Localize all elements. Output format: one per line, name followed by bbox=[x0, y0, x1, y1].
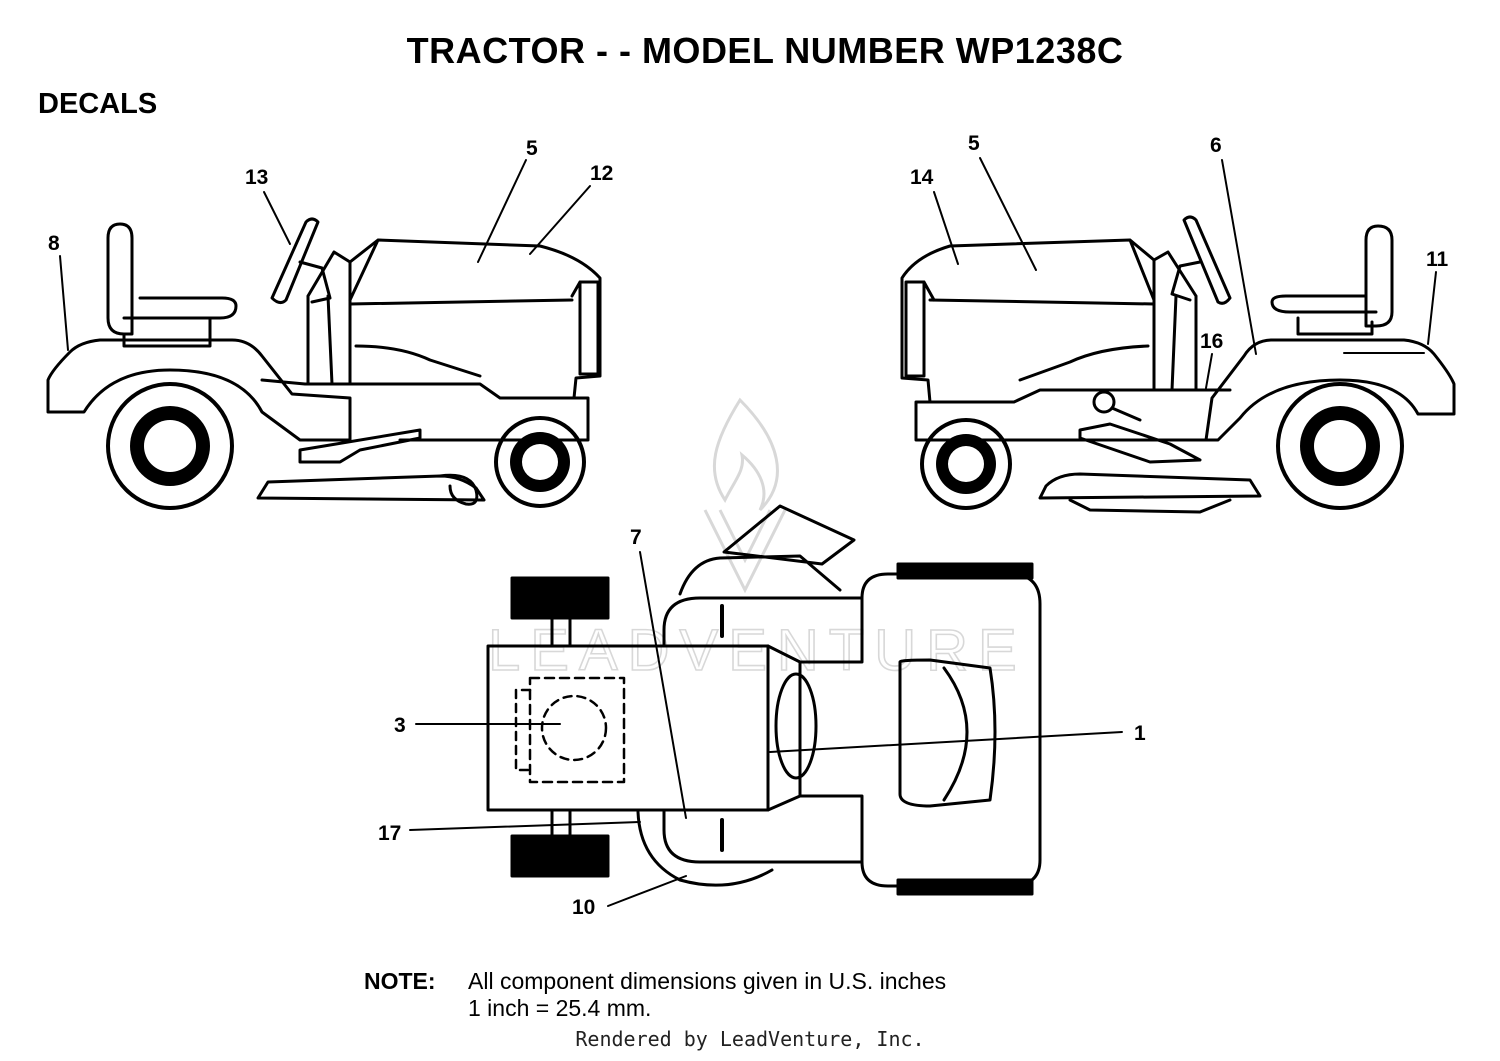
leader-line-5-right bbox=[979, 157, 1037, 271]
rear-wheel-left bbox=[106, 382, 234, 510]
callout-3: 3 bbox=[394, 714, 406, 737]
hood bbox=[348, 238, 602, 400]
leader-line-13 bbox=[263, 191, 291, 245]
leader-line-1 bbox=[769, 731, 1123, 753]
chassis-floor-right bbox=[914, 388, 1232, 442]
leader-line-14 bbox=[933, 191, 959, 265]
callout-12: 12 bbox=[590, 162, 613, 185]
rendered-by-footer: Rendered by LeadVenture, Inc. bbox=[575, 1027, 925, 1051]
rear-wheel-right bbox=[1276, 382, 1404, 510]
dimension-note: NOTE: All component dimensions given in U… bbox=[364, 968, 946, 1022]
steering-column-right bbox=[1170, 260, 1202, 302]
leader-line-5-left bbox=[477, 159, 527, 263]
note-label: NOTE: bbox=[364, 968, 436, 994]
dash-top bbox=[766, 644, 802, 812]
callout-16: 16 bbox=[1200, 330, 1223, 353]
deck-chute-top bbox=[678, 504, 856, 596]
rear-tire-top-left bbox=[896, 562, 1034, 580]
front-wheel-hub-right bbox=[948, 446, 984, 482]
watermark-text: LEADVENTURE bbox=[488, 618, 1027, 683]
lift-lever-knob bbox=[1092, 390, 1116, 414]
steering-wheel-top bbox=[774, 672, 818, 780]
callout-11: 11 bbox=[1426, 248, 1449, 271]
front-axle-top bbox=[550, 616, 572, 838]
rear-fender bbox=[46, 338, 352, 442]
front-wheel-right bbox=[920, 418, 1012, 510]
lift-lever bbox=[1110, 406, 1142, 422]
footrest-top bbox=[662, 596, 864, 864]
note-text: All component dimensions given in U.S. i… bbox=[468, 968, 946, 1022]
front-wheel-left bbox=[494, 416, 586, 508]
callout-7: 7 bbox=[630, 526, 642, 549]
hood-right bbox=[900, 238, 1156, 404]
battery-outline bbox=[528, 676, 626, 784]
grille-right bbox=[904, 280, 936, 378]
section-heading: DECALS bbox=[38, 88, 158, 120]
leader-line-8 bbox=[59, 255, 69, 351]
dashboard-right bbox=[1152, 250, 1198, 392]
callout-6: 6 bbox=[1210, 134, 1222, 157]
front-tire-top-right bbox=[510, 834, 610, 878]
callout-5-right: 5 bbox=[968, 132, 980, 155]
callout-14: 14 bbox=[910, 166, 934, 189]
leader-line-16 bbox=[1205, 353, 1213, 389]
deck-bulge-bottom bbox=[636, 810, 774, 887]
seat bbox=[106, 222, 238, 336]
steering-column bbox=[298, 260, 332, 304]
note-line-1: All component dimensions given in U.S. i… bbox=[468, 968, 947, 994]
callout-8: 8 bbox=[48, 232, 60, 255]
leader-line-12 bbox=[529, 185, 591, 255]
leader-line-7 bbox=[639, 551, 687, 819]
seat-right bbox=[1270, 224, 1394, 328]
leader-line-6 bbox=[1221, 159, 1257, 355]
callout-10: 10 bbox=[572, 896, 595, 919]
rear-wheel-hub-left bbox=[144, 420, 196, 472]
diagram-title: TRACTOR - - MODEL NUMBER WP1238C bbox=[406, 30, 1124, 71]
leader-line-10 bbox=[607, 875, 687, 907]
leader-line-17 bbox=[409, 821, 641, 831]
front-tire-top-left bbox=[510, 576, 610, 620]
battery-cap-outline bbox=[540, 694, 608, 762]
tractor-left-side-view bbox=[46, 159, 602, 510]
rear-fender-right bbox=[1204, 338, 1456, 442]
tractor-right-side-view bbox=[900, 157, 1456, 514]
dashboard bbox=[306, 250, 352, 386]
note-line-2: 1 inch = 25.4 mm. bbox=[468, 995, 652, 1021]
mower-deck-right bbox=[1038, 422, 1262, 500]
right-view-callouts: 14 5 6 11 16 bbox=[910, 132, 1449, 353]
seat-base bbox=[122, 316, 212, 348]
top-view-callouts: 7 3 1 17 10 bbox=[378, 526, 1146, 919]
steering-wheel bbox=[270, 217, 320, 305]
front-wheel-hub-left bbox=[522, 444, 558, 480]
tractor-top-view bbox=[409, 504, 1123, 907]
flame-icon bbox=[712, 397, 779, 512]
callout-1: 1 bbox=[1134, 722, 1146, 745]
watermark-v-mark bbox=[703, 509, 787, 594]
chassis-floor bbox=[260, 378, 590, 442]
rear-wheel-hub-right bbox=[1314, 420, 1366, 472]
leader-line-11 bbox=[1427, 271, 1437, 345]
left-view-callouts: 8 13 5 12 bbox=[48, 137, 613, 255]
callout-5-left: 5 bbox=[526, 137, 538, 160]
steering-wheel-right bbox=[1182, 215, 1232, 305]
callout-17: 17 bbox=[378, 822, 401, 845]
chute bbox=[438, 473, 479, 506]
grille bbox=[570, 280, 600, 376]
callout-13: 13 bbox=[245, 166, 268, 189]
battery-side bbox=[514, 688, 532, 772]
seat-base-right bbox=[1296, 316, 1374, 336]
leadventure-watermark: LEADVENTURE bbox=[487, 397, 1027, 684]
deck-discharge-right bbox=[1068, 498, 1232, 514]
body-top bbox=[798, 572, 1042, 888]
seat-top bbox=[898, 658, 997, 808]
